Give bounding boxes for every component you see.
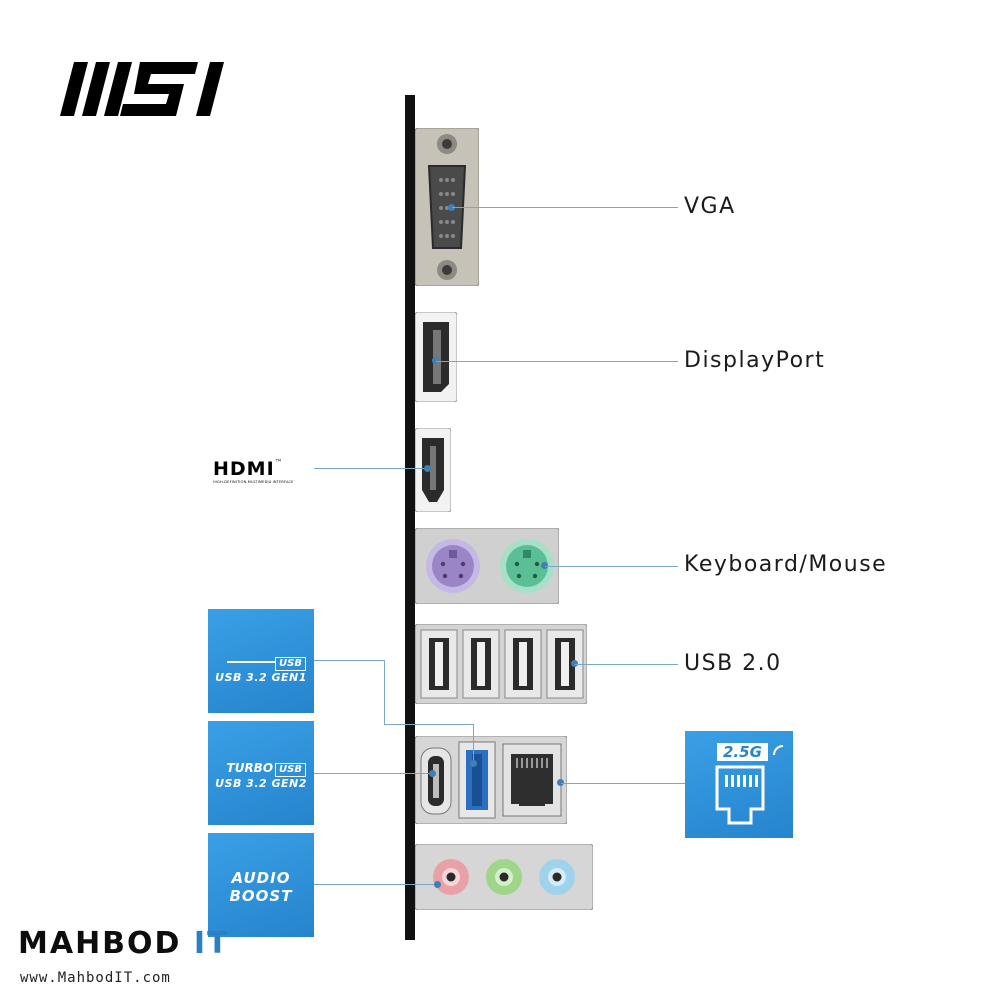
ps2-callout-dot xyxy=(541,562,548,569)
usb2-callout-dot xyxy=(571,660,578,667)
usb-gen2-callout-dot xyxy=(429,770,436,777)
usb-gen1-callout-dot xyxy=(470,760,477,767)
lan-callout-dot xyxy=(557,779,564,786)
hdmi-subtitle: HIGH-DEFINITION MULTIMEDIA INTERFACE xyxy=(213,480,294,484)
hdmi-port xyxy=(415,428,451,512)
displayport-callout-dot xyxy=(432,357,439,364)
usb2-port-group xyxy=(415,624,587,704)
watermark-brand-accent: IT xyxy=(193,926,230,961)
ps2-port-group xyxy=(415,528,559,604)
usb-gen1-callout-line-c xyxy=(384,724,473,725)
watermark-brand: MAHBOD IT xyxy=(18,926,230,961)
usbc-usb3-lan-group xyxy=(415,736,567,824)
usb-gen2-callout-line xyxy=(314,773,431,774)
wifi-icon xyxy=(773,745,784,756)
lan-callout-line xyxy=(561,783,685,784)
hdmi-callout-line xyxy=(314,468,426,469)
lan-2-5g-badge: 2.5G xyxy=(685,731,793,838)
displayport-label: DisplayPort xyxy=(684,348,826,373)
watermark-brand-main: MAHBOD xyxy=(18,926,194,961)
ps2-label: Keyboard/Mouse xyxy=(684,552,888,577)
usb-gen1-text: USB 3.2 GEN1 xyxy=(215,671,307,684)
audio-boost-line1: AUDIO xyxy=(231,869,291,887)
msi-logo-mark xyxy=(60,62,224,116)
displayport-callout-line xyxy=(436,361,678,362)
hdmi-logo-text: HDMI xyxy=(213,458,275,480)
ethernet-icon xyxy=(715,765,765,825)
usb-gen1-badge: USB USB 3.2 GEN1 xyxy=(208,609,314,713)
usb2-label: USB 2.0 xyxy=(684,651,782,676)
usb2-callout-line xyxy=(575,664,678,665)
audio-boost-badge: AUDIO BOOST xyxy=(208,833,314,937)
ps2-callout-line xyxy=(545,566,678,567)
usb-gen1-callout-line-a xyxy=(314,660,384,661)
audio-boost-line2: BOOST xyxy=(229,887,293,905)
hdmi-logo: HDMI™ HIGH-DEFINITION MULTIMEDIA INTERFA… xyxy=(213,458,294,484)
usb-gen1-callout-line-b xyxy=(384,660,385,724)
usb-gen2-tag: USB xyxy=(275,763,306,777)
audio-port-group xyxy=(415,844,593,910)
usb-gen1-tag: USB xyxy=(275,657,306,671)
msi-logo xyxy=(58,58,253,120)
vga-label: VGA xyxy=(684,194,736,219)
audio-callout-line xyxy=(314,884,436,885)
watermark-site: www.MahbodIT.com xyxy=(20,970,171,986)
usb-gen1-callout-line-d xyxy=(473,724,474,762)
hdmi-callout-dot xyxy=(424,465,431,472)
backplate-edge xyxy=(405,95,415,940)
usb-gen2-text: USB 3.2 GEN2 xyxy=(215,777,307,790)
vga-port xyxy=(415,128,479,286)
usb-gen2-prefix: TURBO xyxy=(226,761,274,775)
lan-2-5g-tag: 2.5G xyxy=(717,743,768,761)
vga-callout-line xyxy=(452,207,678,208)
vga-callout-dot xyxy=(448,204,455,211)
hdmi-trademark: ™ xyxy=(274,458,283,467)
audio-callout-dot xyxy=(434,881,441,888)
